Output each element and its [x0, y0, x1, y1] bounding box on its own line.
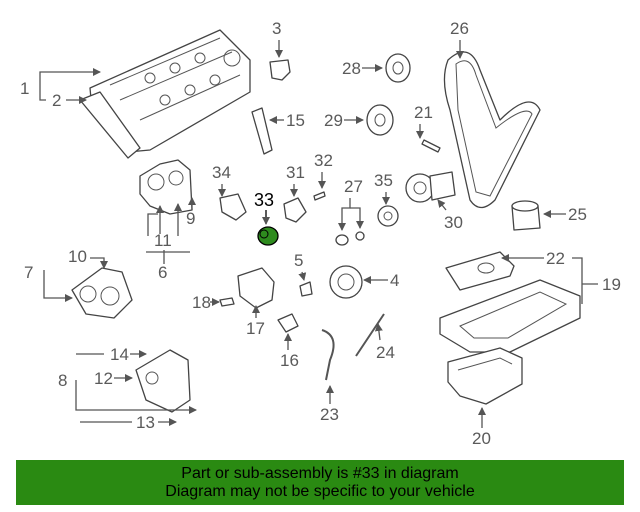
part-number-33: 33 [254, 190, 274, 210]
part-number-20: 20 [472, 429, 491, 448]
part-number-1: 1 [20, 79, 29, 98]
part-number-35: 35 [374, 171, 393, 190]
part-number-34: 34 [212, 163, 231, 182]
part-number-8: 8 [58, 371, 67, 390]
callout-10: 10 [68, 247, 108, 269]
callout-14: 14 [76, 345, 146, 364]
part-number-17: 17 [246, 319, 265, 338]
callout-8: 8 [58, 371, 197, 414]
highlighted-part-33: 33 [254, 190, 279, 246]
part-number-22: 22 [546, 249, 565, 268]
oil-filter-illustration: 25 [511, 200, 587, 231]
oil-pan-gasket-illustration [445, 251, 515, 291]
part-number-26: 26 [450, 19, 469, 38]
part-number-3: 3 [272, 19, 281, 38]
tensioner-illustration: 31 [283, 163, 307, 223]
oil-pan-lower-illustration [447, 347, 523, 405]
part-number-21: 21 [414, 103, 433, 122]
callout-20: 20 [472, 407, 491, 448]
camshaft-pulley-upper-illustration: 28 [342, 53, 411, 83]
part-number-6: 6 [158, 263, 167, 282]
part-number-2: 2 [52, 91, 61, 110]
dipstick-tube-illustration: 23 [320, 329, 339, 424]
part-number-32: 32 [314, 151, 333, 170]
callout-9: 9 [186, 197, 196, 228]
banner-line-2: Diagram may not be specific to your vehi… [165, 482, 475, 500]
callout-6: 6 [146, 250, 190, 282]
timing-belt-illustration: 26 [443, 19, 541, 209]
part-number-25: 25 [568, 205, 587, 224]
rear-timing-cover-illustration [135, 349, 191, 413]
callout-19: 19 [572, 257, 621, 304]
part-number-7: 7 [24, 263, 33, 282]
part-number-12: 12 [94, 369, 113, 388]
callout-1: 1 [20, 68, 101, 101]
bolt-32-illustration: 32 [313, 151, 333, 201]
dipstick-illustration: 24 [355, 313, 395, 362]
banner-line-1: Part or sub-assembly is #33 in diagram [181, 464, 459, 482]
seal-27-illustration: 27 [335, 177, 365, 246]
crankshaft-pulley-illustration: 4 [329, 265, 399, 299]
part-number-31: 31 [286, 163, 305, 182]
part-number-13: 13 [136, 413, 155, 432]
part-number-16: 16 [280, 351, 299, 370]
belt-cover-bracket-illustration: 15 [251, 107, 305, 155]
callout-2: 2 [52, 91, 87, 110]
part-number-30: 30 [444, 213, 463, 232]
idler-pulley-illustration: 35 [374, 171, 399, 227]
water-pump-illustration: 30 [405, 171, 463, 232]
bolt-5-illustration: 5 [294, 251, 313, 297]
part-number-18: 18 [192, 293, 211, 312]
part-number-10: 10 [68, 247, 87, 266]
part-number-24: 24 [376, 343, 395, 362]
part-number-29: 29 [324, 111, 343, 130]
bolt-18-illustration: 18 [192, 293, 235, 312]
oil-filler-cap-illustration: 3 [269, 19, 291, 81]
callout-22: 22 [501, 249, 565, 268]
tensioner-arm-illustration: 34 [212, 163, 247, 221]
part-number-28: 28 [342, 59, 361, 78]
lower-timing-cover-illustration [71, 267, 133, 319]
camshaft-pulley-lower-illustration: 29 [324, 104, 394, 136]
part-number-19: 19 [602, 275, 621, 294]
part-number-4: 4 [390, 271, 399, 290]
part-number-27: 27 [344, 177, 363, 196]
pin-illustration: 21 [414, 103, 441, 153]
mount-bracket-illustration: 17 [237, 267, 275, 338]
callout-11: 11 [147, 203, 182, 250]
valve-cover-illustration [79, 29, 251, 159]
part-number-23: 23 [320, 405, 339, 424]
part-number-11: 11 [154, 231, 172, 250]
part-number-15: 15 [286, 111, 305, 130]
callout-7: 7 [24, 263, 73, 302]
part-number-5: 5 [294, 251, 303, 270]
part-number-14: 14 [110, 345, 129, 364]
upper-timing-cover-illustration [139, 159, 193, 215]
sensor-16-illustration: 16 [277, 313, 299, 370]
oil-pan-upper-illustration [439, 279, 581, 353]
vehicle-fit-banner: Part or sub-assembly is #33 in diagram D… [16, 460, 624, 505]
callout-13: 13 [80, 413, 176, 432]
callout-12: 12 [94, 369, 133, 388]
part-number-9: 9 [186, 209, 195, 228]
